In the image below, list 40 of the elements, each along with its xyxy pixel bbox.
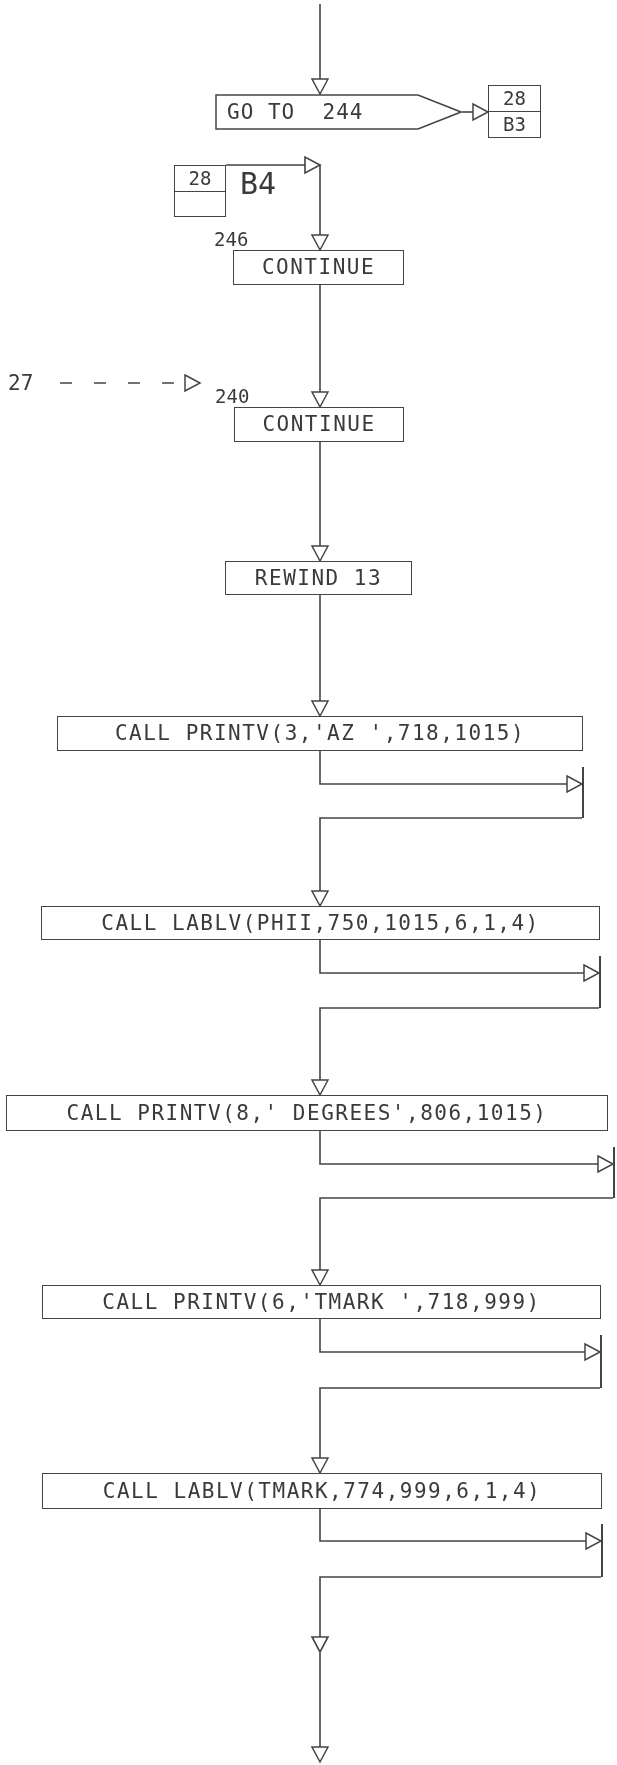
flow-arrow bbox=[319, 750, 583, 793]
statement-box: CALL LABLV(PHII,750,1015,6,1,4) bbox=[41, 906, 600, 940]
off-page-connector bbox=[174, 165, 226, 217]
statement-box: CONTINUE bbox=[233, 250, 404, 285]
flow-arrow bbox=[311, 441, 329, 562]
flow-arrow bbox=[225, 156, 329, 251]
flow-arrow bbox=[461, 103, 489, 121]
flow-arrow bbox=[311, 284, 329, 408]
connector-bar bbox=[600, 1335, 602, 1388]
connector-reference: B3 bbox=[503, 115, 526, 134]
statement-box: CALL PRINTV(8,' DEGREES',806,1015) bbox=[6, 1095, 608, 1131]
off-page-connector bbox=[488, 85, 541, 138]
statement-number: 246 bbox=[214, 230, 249, 249]
statement-number: 240 bbox=[215, 387, 250, 406]
connector-bar bbox=[601, 1524, 603, 1577]
flow-arrow bbox=[311, 1387, 601, 1474]
statement-box: CALL PRINTV(6,'TMARK ',718,999) bbox=[42, 1285, 601, 1319]
flow-arrow bbox=[319, 939, 600, 982]
statement-box: CONTINUE bbox=[234, 407, 404, 442]
flow-arrow bbox=[311, 1007, 600, 1096]
connector-bar bbox=[599, 956, 601, 1008]
flow-arrow bbox=[311, 594, 329, 717]
flow-arrow bbox=[311, 3, 329, 95]
flow-arrow bbox=[319, 1508, 602, 1550]
connector-bar bbox=[582, 767, 584, 818]
connector-reference: 28 bbox=[188, 168, 212, 188]
statement-box: CALL LABLV(TMARK,774,999,6,1,4) bbox=[42, 1473, 602, 1509]
statement-box: CALL PRINTV(3,'AZ ',718,1015) bbox=[57, 716, 583, 751]
flow-arrow bbox=[311, 1197, 614, 1286]
flow-arrow bbox=[319, 1318, 601, 1361]
goto-box: GO TO 244 bbox=[215, 94, 462, 130]
statement-number: B4 bbox=[240, 169, 277, 199]
connector-reference: 28 bbox=[503, 89, 526, 108]
connector-bar bbox=[613, 1147, 615, 1198]
flow-arrow bbox=[319, 1130, 614, 1173]
statement-box: REWIND 13 bbox=[225, 561, 412, 595]
flow-arrow bbox=[311, 1576, 602, 1763]
dashed-arrow bbox=[59, 374, 201, 392]
page-reference: 27 bbox=[8, 370, 46, 396]
flow-arrow bbox=[311, 817, 583, 907]
